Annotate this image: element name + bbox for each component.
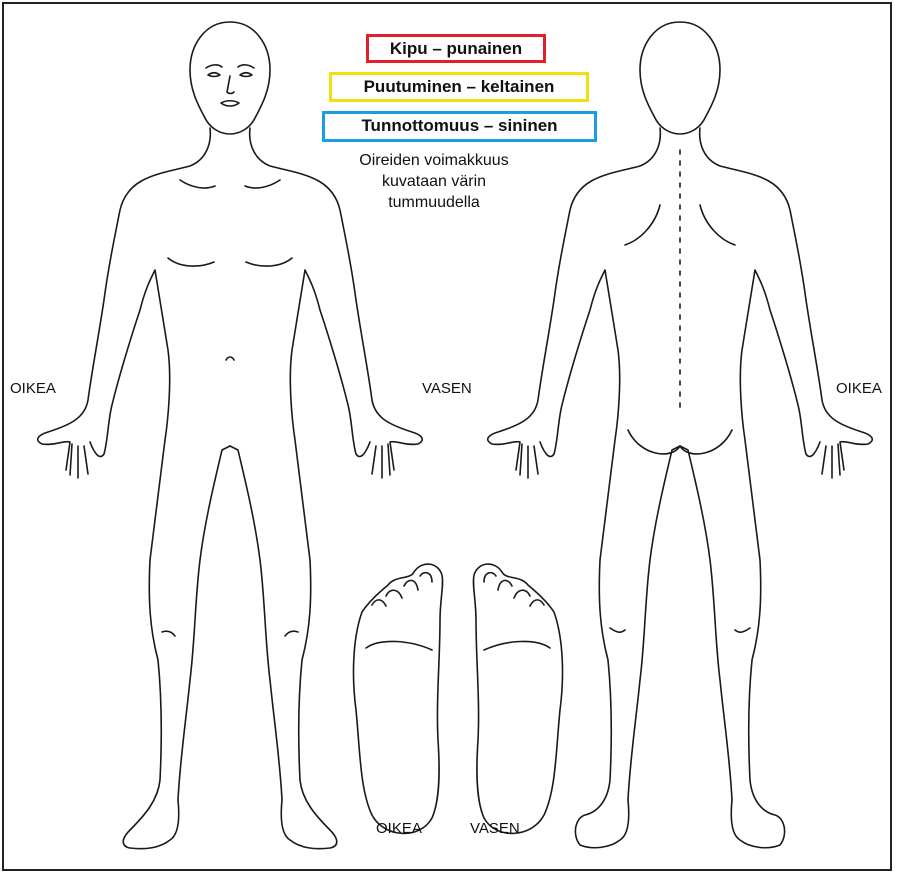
intensity-note-line-1: Oireiden voimakkuus [334,150,534,171]
right-foot-ball [366,641,432,650]
front-left-eyebrow [206,65,222,68]
legend-pain: Kipu – punainen [366,34,546,63]
legend-insensitivity: Tunnottomuus – sininen [322,111,597,142]
intensity-note: Oireiden voimakkuus kuvataan värin tummu… [334,150,534,213]
front-right-outline [230,128,422,849]
front-knees [162,631,298,636]
right-foot-sole [354,564,443,833]
legend-numbness: Puutuminen – keltainen [329,72,589,102]
front-right-eye [240,73,252,77]
front-right-eyebrow [238,65,254,68]
back-body-figure[interactable] [488,22,873,848]
back-head [640,22,720,134]
left-foot-sole [473,564,562,833]
label-back-right: OIKEA [836,380,882,397]
front-collarbones [180,180,280,188]
back-left-outline [488,128,680,848]
back-right-outline [680,128,872,848]
label-feet-left: VASEN [470,820,520,837]
label-front-right: OIKEA [10,380,56,397]
front-body-figure[interactable] [38,22,423,849]
front-left-outline [38,128,230,849]
intensity-note-line-2: kuvataan värin [334,171,534,192]
front-navel [226,357,234,360]
label-feet-right: OIKEA [376,820,422,837]
left-foot-ball [484,641,550,650]
front-left-eye [208,73,220,77]
intensity-note-line-3: tummuudella [334,192,534,213]
front-mouth [221,101,239,106]
feet-soles-figure[interactable] [354,564,563,833]
front-nose [227,76,234,94]
back-knees [610,628,750,632]
front-chest [168,258,292,266]
back-buttocks [628,430,732,454]
label-front-left: VASEN [422,380,472,397]
